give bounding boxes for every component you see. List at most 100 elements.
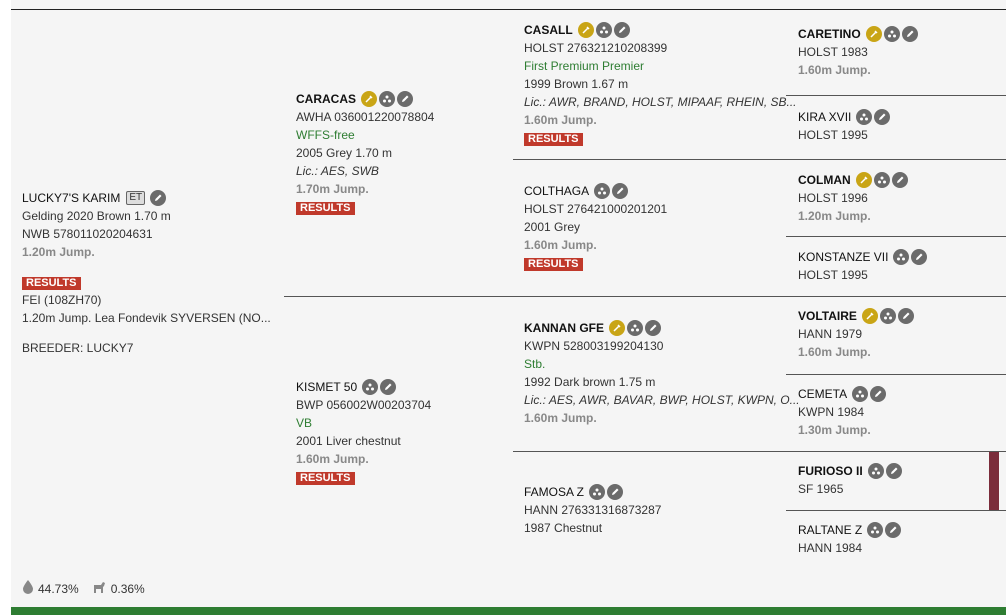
ggp-name[interactable]: RALTANE Z bbox=[798, 523, 863, 537]
progeny-icon[interactable] bbox=[867, 463, 884, 479]
sire-horse: CARACAS AWHA 036001220078804 WFFS-free 2… bbox=[296, 90, 434, 216]
edit-icon[interactable] bbox=[911, 249, 928, 265]
sire-description: 2005 Grey 1.70 m bbox=[296, 146, 393, 160]
grandparent-kannan: KANNAN GFE KWPN 528003199204130 Stb. 199… bbox=[524, 319, 800, 427]
progeny-icon[interactable] bbox=[852, 386, 869, 402]
ggp-registration: HOLST 1983 bbox=[798, 45, 868, 59]
divider-gp-1 bbox=[513, 159, 1006, 160]
progeny-icon[interactable] bbox=[879, 308, 896, 324]
subject-registration: NWB 578011020204631 bbox=[22, 227, 153, 241]
sire-approved-icon[interactable] bbox=[861, 308, 878, 324]
ggp-name[interactable]: VOLTAIRE bbox=[798, 309, 857, 323]
edit-icon[interactable] bbox=[874, 109, 891, 125]
ggp-voltaire: VOLTAIRE HANN 1979 1.60m Jump. bbox=[798, 307, 914, 361]
ggp-jump: 1.30m Jump. bbox=[798, 423, 871, 437]
ggp-jump: 1.20m Jump. bbox=[798, 209, 871, 223]
dam-name[interactable]: KISMET 50 bbox=[296, 380, 358, 394]
gp-name[interactable]: CASALL bbox=[524, 23, 573, 37]
gp-jump: 1.60m Jump. bbox=[524, 411, 597, 425]
sire-approved-icon[interactable] bbox=[865, 26, 882, 42]
edit-icon[interactable] bbox=[397, 91, 413, 107]
dam-results-button[interactable]: RESULTS bbox=[296, 472, 355, 485]
progeny-icon[interactable] bbox=[595, 22, 612, 38]
edit-icon[interactable] bbox=[870, 386, 887, 402]
divider-ggp-3 bbox=[786, 374, 1006, 375]
progeny-icon[interactable] bbox=[627, 320, 643, 336]
edit-icon[interactable] bbox=[613, 22, 630, 38]
sire-name[interactable]: CARACAS bbox=[296, 92, 356, 106]
sire-approved-icon[interactable] bbox=[609, 320, 625, 336]
gp-registration: KWPN 528003199204130 bbox=[524, 339, 664, 353]
subject-fei-detail[interactable]: 1.20m Jump. Lea Fondevik SYVERSEN (NO... bbox=[22, 311, 271, 325]
gp-results-button[interactable]: RESULTS bbox=[524, 258, 583, 271]
progeny-icon[interactable] bbox=[594, 183, 611, 199]
edit-icon[interactable] bbox=[645, 320, 661, 336]
subject-horse: LUCKY7'S KARIM ET Gelding 2020 Brown 1.7… bbox=[22, 189, 271, 357]
edit-icon[interactable] bbox=[897, 308, 914, 324]
gp-description: 1987 Chestnut bbox=[524, 521, 603, 535]
ggp-registration: HANN 1984 bbox=[798, 541, 863, 555]
ggp-kira: KIRA XVII HOLST 1995 bbox=[798, 108, 891, 144]
progeny-icon[interactable] bbox=[883, 26, 900, 42]
gp-name[interactable]: FAMOSA Z bbox=[524, 485, 585, 499]
subject-breeder: BREEDER: LUCKY7 bbox=[22, 341, 134, 355]
gp-name[interactable]: COLTHAGA bbox=[524, 184, 590, 198]
divider-ggp-4 bbox=[786, 510, 1006, 511]
divider-sire-dam bbox=[284, 296, 1006, 297]
edit-icon[interactable] bbox=[380, 379, 397, 395]
dam-registration: BWP 056002W00203704 bbox=[296, 398, 432, 412]
edit-icon[interactable] bbox=[901, 26, 918, 42]
sire-jump: 1.70m Jump. bbox=[296, 182, 369, 196]
subject-info: Gelding 2020 Brown 1.70 m bbox=[22, 209, 171, 223]
progeny-icon[interactable] bbox=[589, 484, 606, 500]
ggp-jump: 1.60m Jump. bbox=[798, 345, 871, 359]
gp-note: First Premium Premier bbox=[524, 59, 645, 73]
inbreeding-percentage: 0.36% bbox=[110, 581, 145, 596]
blood-stats: 44.73% 0.36% bbox=[22, 580, 145, 597]
ggp-registration: SF 1965 bbox=[798, 482, 844, 496]
sire-approved-icon[interactable] bbox=[855, 172, 872, 188]
gp-licenses: Lic.: AES, AWR, BAVAR, BWP, HOLST, KWPN,… bbox=[524, 393, 800, 407]
grandparent-colthaga: COLTHAGA HOLST 276421000201201 2001 Grey… bbox=[524, 182, 667, 272]
sire-approved-icon[interactable] bbox=[361, 91, 377, 107]
edit-icon[interactable] bbox=[607, 484, 624, 500]
edit-icon[interactable] bbox=[885, 522, 902, 538]
embryo-transfer-badge: ET bbox=[126, 191, 146, 205]
edit-icon[interactable] bbox=[885, 463, 902, 479]
blood-drop-icon bbox=[22, 580, 34, 597]
grandparent-famosa: FAMOSA Z HANN 276331316873287 1987 Chest… bbox=[524, 483, 661, 537]
divider-ggp-1 bbox=[786, 95, 1006, 96]
progeny-icon[interactable] bbox=[873, 172, 890, 188]
subject-results-button[interactable]: RESULTS bbox=[22, 277, 81, 290]
ggp-raltane: RALTANE Z HANN 1984 bbox=[798, 521, 902, 557]
progeny-icon[interactable] bbox=[379, 91, 395, 107]
edit-icon[interactable] bbox=[150, 190, 167, 206]
sire-approved-icon[interactable] bbox=[577, 22, 594, 38]
top-divider bbox=[11, 9, 1006, 10]
ggp-name[interactable]: CARETINO bbox=[798, 27, 861, 41]
subject-jump: 1.20m Jump. bbox=[22, 245, 95, 259]
progeny-icon[interactable] bbox=[893, 249, 910, 265]
ggp-caretino: CARETINO HOLST 1983 1.60m Jump. bbox=[798, 25, 918, 79]
gp-licenses: Lic.: AWR, BRAND, HOLST, MIPAAF, RHEIN, … bbox=[524, 95, 797, 109]
ggp-name[interactable]: FURIOSO II bbox=[798, 464, 863, 478]
edit-icon[interactable] bbox=[612, 183, 629, 199]
sire-results-button[interactable]: RESULTS bbox=[296, 202, 355, 215]
ggp-cemeta: CEMETA KWPN 1984 1.30m Jump. bbox=[798, 385, 887, 439]
gp-description: 1999 Brown 1.67 m bbox=[524, 77, 629, 91]
ggp-name[interactable]: KONSTANZE VII bbox=[798, 250, 889, 264]
progeny-icon[interactable] bbox=[856, 109, 873, 125]
subject-name[interactable]: LUCKY7'S KARIM bbox=[22, 191, 121, 205]
ggp-name[interactable]: KIRA XVII bbox=[798, 110, 852, 124]
divider-ggp-2 bbox=[786, 236, 1006, 237]
edit-icon[interactable] bbox=[891, 172, 908, 188]
divider-gp-2 bbox=[513, 451, 1006, 452]
blood-percentage: 44.73% bbox=[38, 581, 79, 596]
progeny-icon[interactable] bbox=[867, 522, 884, 538]
gp-name[interactable]: KANNAN GFE bbox=[524, 321, 604, 335]
ggp-name[interactable]: COLMAN bbox=[798, 173, 851, 187]
ggp-registration: HOLST 1996 bbox=[798, 191, 868, 205]
ggp-name[interactable]: CEMETA bbox=[798, 387, 848, 401]
gp-results-button[interactable]: RESULTS bbox=[524, 133, 583, 146]
progeny-icon[interactable] bbox=[362, 379, 379, 395]
